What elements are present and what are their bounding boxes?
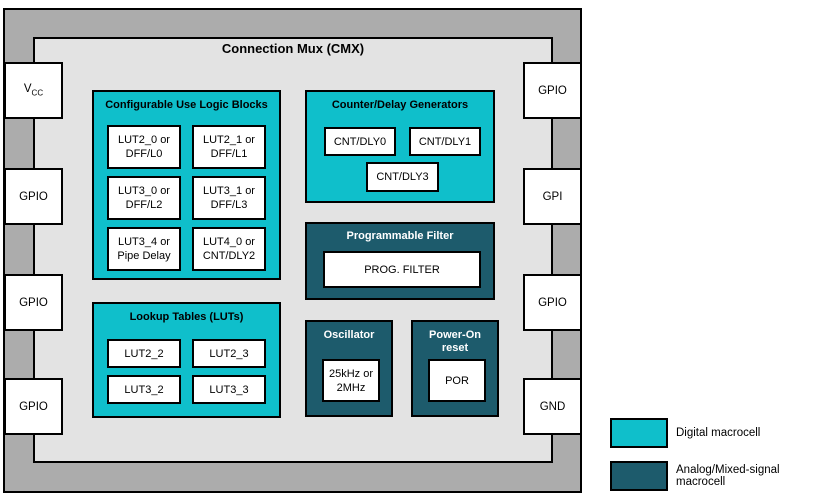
legend-swatch-digital [610, 418, 668, 448]
cell-lut3-2: LUT3_2 [107, 375, 181, 404]
block-programmable-filter: Programmable Filter PROG. FILTER [305, 222, 495, 300]
cell-lut3-0-dff-l2: LUT3_0 or DFF/L2 [107, 176, 181, 220]
legend-label-digital: Digital macrocell [676, 427, 761, 439]
legend-label-analog: Analog/Mixed-signal macrocell [676, 464, 780, 488]
cell-por: POR [428, 359, 486, 402]
cell-lut2-0-dff-l0: LUT2_0 or DFF/L0 [107, 125, 181, 169]
cell-oscillator-freq: 25kHz or 2MHz [322, 359, 380, 402]
block-counter-delay-title: Counter/Delay Generators [331, 99, 469, 111]
cell-lut2-2: LUT2_2 [107, 339, 181, 368]
block-oscillator: Oscillator 25kHz or 2MHz [305, 320, 393, 417]
cell-prog-filter: PROG. FILTER [323, 251, 481, 288]
pin-gpi-right: GPI [523, 168, 582, 225]
legend-swatch-analog [610, 461, 668, 491]
cell-cnt-dly0: CNT/DLY0 [324, 127, 396, 156]
cell-lut3-1-dff-l3: LUT3_1 or DFF/L3 [192, 176, 266, 220]
pin-gnd: GND [523, 378, 582, 435]
cell-cnt-dly3: CNT/DLY3 [366, 162, 439, 192]
block-counter-delay-generators: Counter/Delay Generators CNT/DLY0 CNT/DL… [305, 90, 495, 203]
pin-gpio-right-1: GPIO [523, 62, 582, 119]
pin-gpio-left-2: GPIO [4, 274, 63, 331]
cell-cnt-dly1: CNT/DLY1 [409, 127, 481, 156]
block-lookup-tables: Lookup Tables (LUTs) LUT2_2 LUT2_3 LUT3_… [92, 302, 281, 418]
pin-vcc-label: VCC [23, 83, 44, 98]
cell-lut2-1-dff-l1: LUT2_1 or DFF/L1 [192, 125, 266, 169]
pin-gpio-left-3: GPIO [4, 378, 63, 435]
cell-lut3-3: LUT3_3 [192, 375, 266, 404]
pin-gpio-right-2: GPIO [523, 274, 582, 331]
cell-lut2-3: LUT2_3 [192, 339, 266, 368]
cell-lut3-4-pipe-delay: LUT3_4 or Pipe Delay [107, 227, 181, 271]
block-configurable-use-logic-title: Configurable Use Logic Blocks [105, 99, 268, 111]
cell-lut4-0-cnt-dly2: LUT4_0 or CNT/DLY2 [192, 227, 266, 271]
pin-vcc: VCC [4, 62, 63, 119]
block-power-on-reset-title: Power-On reset [429, 329, 481, 354]
block-lookup-tables-title: Lookup Tables (LUTs) [129, 311, 244, 323]
block-oscillator-title: Oscillator [323, 329, 375, 341]
block-configurable-use-logic: Configurable Use Logic Blocks LUT2_0 or … [92, 90, 281, 280]
block-programmable-filter-title: Programmable Filter [346, 230, 454, 242]
pin-gpio-left-1: GPIO [4, 168, 63, 225]
block-power-on-reset: Power-On reset POR [411, 320, 499, 417]
diagram-title: Connection Mux (CMX) [221, 41, 365, 56]
